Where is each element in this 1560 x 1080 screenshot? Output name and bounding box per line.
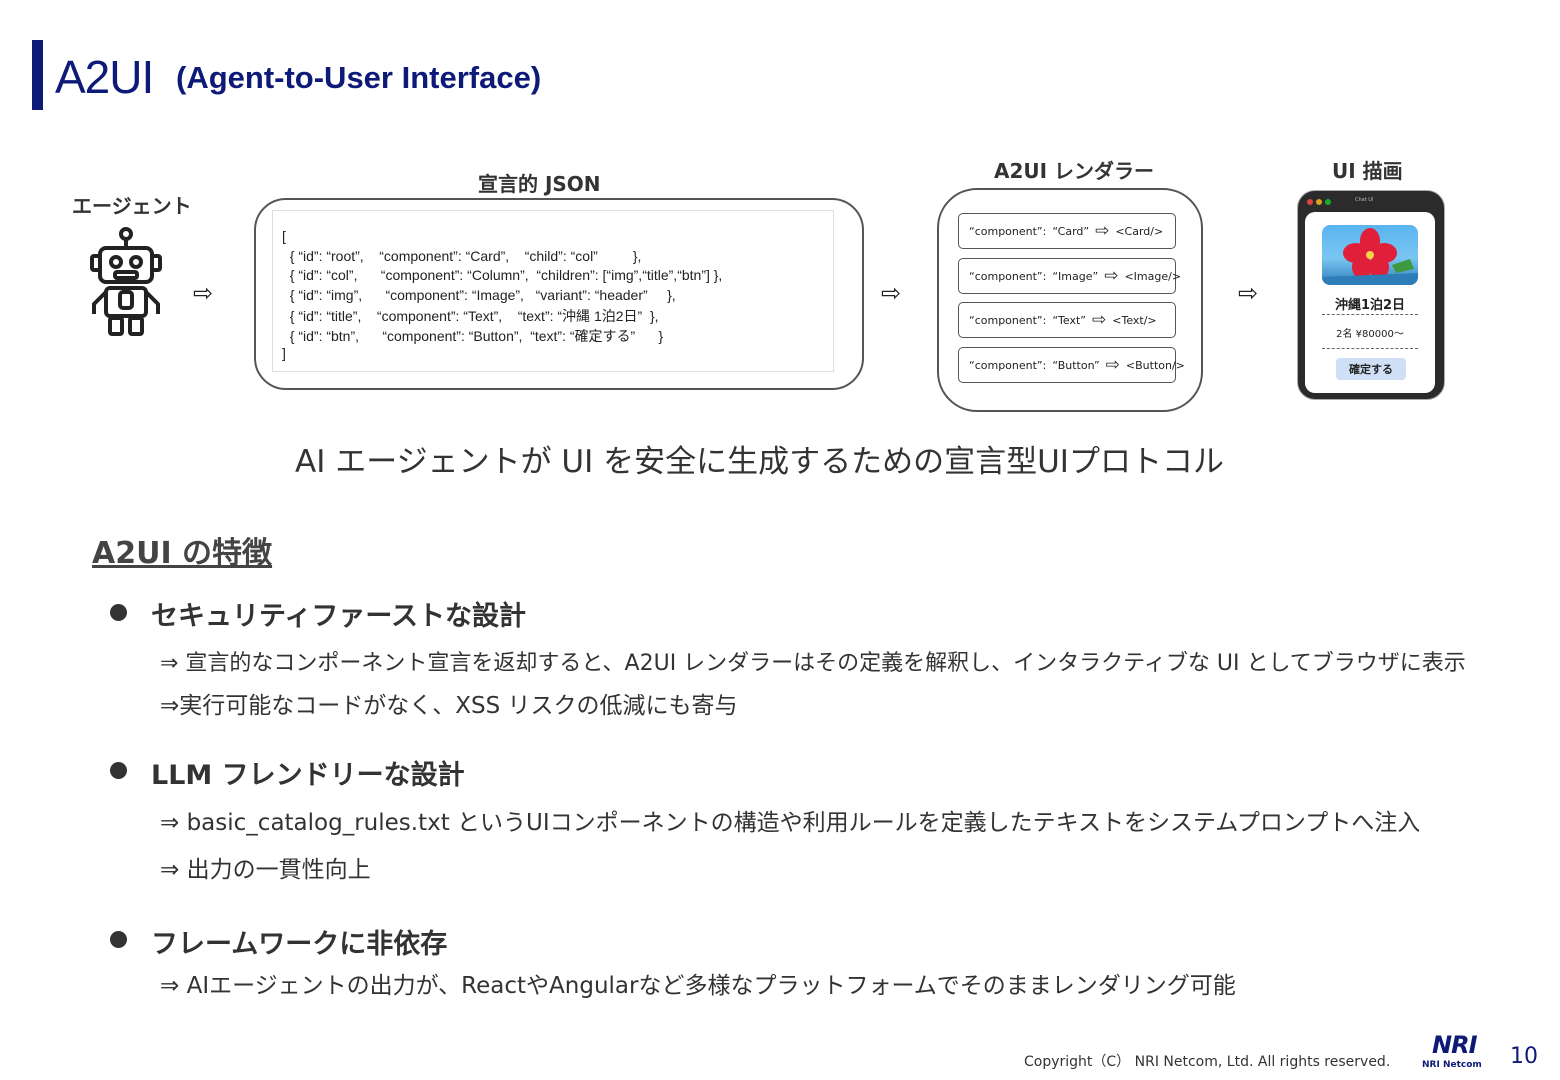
json-line: { “id”: “root”, “component”: “Card”, “ch… <box>282 248 642 264</box>
confirm-button: 確定する <box>1336 358 1406 380</box>
flow-arrow-icon: ⇨ <box>881 279 902 307</box>
renderer-row-value: “Button” <box>1052 358 1100 372</box>
nri-logo-subtext: NRI Netcom <box>1422 1060 1482 1070</box>
page-number: 10 <box>1510 1044 1538 1069</box>
divider <box>1322 348 1418 349</box>
card-title: 沖縄1泊2日 <box>1334 298 1406 313</box>
flower-icon <box>1322 228 1418 285</box>
renderer-row: “component”: “Button” ⇨ <Button/> <box>958 347 1185 383</box>
renderer-row-tag: <Text/> <box>1112 313 1157 327</box>
json-line: [ <box>282 228 286 244</box>
window-minimize-dot <box>1316 199 1322 205</box>
feature-title: セキュリティファーストな設計 <box>151 601 527 632</box>
renderer-row-key: “component”: <box>969 269 1047 283</box>
divider <box>1322 314 1418 315</box>
renderer-row-tag: <Button/> <box>1125 358 1185 372</box>
renderer-row: “component”: “Image” ⇨ <Image/> <box>958 258 1181 294</box>
renderer-row: “component”: “Text” ⇨ <Text/> <box>958 302 1176 338</box>
mock-window-title: Chat UI <box>1355 197 1374 203</box>
arrow-right-icon: ⇨ <box>1104 266 1119 286</box>
flow-arrow-icon: ⇨ <box>193 279 214 307</box>
renderer-label: A2UI レンダラー <box>994 159 1155 183</box>
renderer-row-key: “component”: <box>969 313 1047 327</box>
window-close-dot <box>1307 199 1313 205</box>
nri-logo: NRI <box>1432 1031 1477 1059</box>
renderer-row-tag: <Image/> <box>1124 269 1182 283</box>
feature-title: フレームワークに非依存 <box>151 929 448 960</box>
json-line: { “id”: “title”, “component”: “Text”, “t… <box>282 308 659 324</box>
page-title: A2UI <box>55 51 154 103</box>
renderer-row-value: “Text” <box>1052 313 1086 327</box>
diagram-caption: AI エージェントが UI を安全に生成するための宣言型UIプロトコル <box>295 444 1224 480</box>
feature-detail: ⇒ basic_catalog_rules.txt というUIコンポーネントの構… <box>160 810 1421 836</box>
arrow-right-icon: ⇨ <box>1095 221 1110 241</box>
bullet-icon <box>110 931 127 948</box>
json-code-area <box>272 210 834 372</box>
json-line: { “id”: “img”, “component”: “Image”, “va… <box>282 287 676 303</box>
render-label: UI 描画 <box>1332 159 1403 183</box>
renderer-row: “component”: “Card” ⇨ <Card/> <box>958 213 1176 249</box>
features-heading: A2UI の特徴 <box>92 536 273 571</box>
renderer-row-tag: <Card/> <box>1115 224 1164 238</box>
renderer-row-key: “component”: <box>969 358 1047 372</box>
feature-detail: ⇒ 宣言的なコンポーネント宣言を返却すると、A2UI レンダラーはその定義を解釈… <box>160 651 1466 676</box>
page-subtitle: (Agent-to-User Interface) <box>176 60 542 95</box>
feature-detail: ⇒ AIエージェントの出力が、ReactやAngularなど多様なプラットフォー… <box>160 973 1236 999</box>
feature-detail: ⇒実行可能なコードがなく、XSS リスクの低減にも寄与 <box>160 693 738 719</box>
feature-detail: ⇒ 出力の一貫性向上 <box>160 857 371 883</box>
arrow-right-icon: ⇨ <box>1092 310 1107 330</box>
card-text: 2名 ¥80000～ <box>1336 329 1404 340</box>
json-line: ] <box>282 345 286 361</box>
hibiscus-image <box>1322 225 1418 285</box>
copyright: Copyright（C） NRI Netcom, Ltd. All rights… <box>1024 1054 1391 1070</box>
renderer-row-value: “Card” <box>1052 224 1090 238</box>
renderer-row-value: “Image” <box>1052 269 1099 283</box>
bullet-icon <box>110 762 127 779</box>
arrow-right-icon: ⇨ <box>1105 355 1120 375</box>
bullet-icon <box>110 604 127 621</box>
flow-arrow-icon: ⇨ <box>1238 279 1259 307</box>
window-zoom-dot <box>1325 199 1331 205</box>
renderer-row-key: “component”: <box>969 224 1047 238</box>
title-accent-bar <box>32 40 43 110</box>
agent-label: エージェント <box>72 194 192 218</box>
json-line: { “id”: “col”, “component”: “Column”, “c… <box>282 267 723 283</box>
robot-icon <box>90 227 162 336</box>
json-line: { “id”: “btn”, “component”: “Button”, “t… <box>282 328 664 344</box>
json-label: 宣言的 JSON <box>478 172 601 196</box>
feature-title: LLM フレンドリーな設計 <box>151 760 465 791</box>
